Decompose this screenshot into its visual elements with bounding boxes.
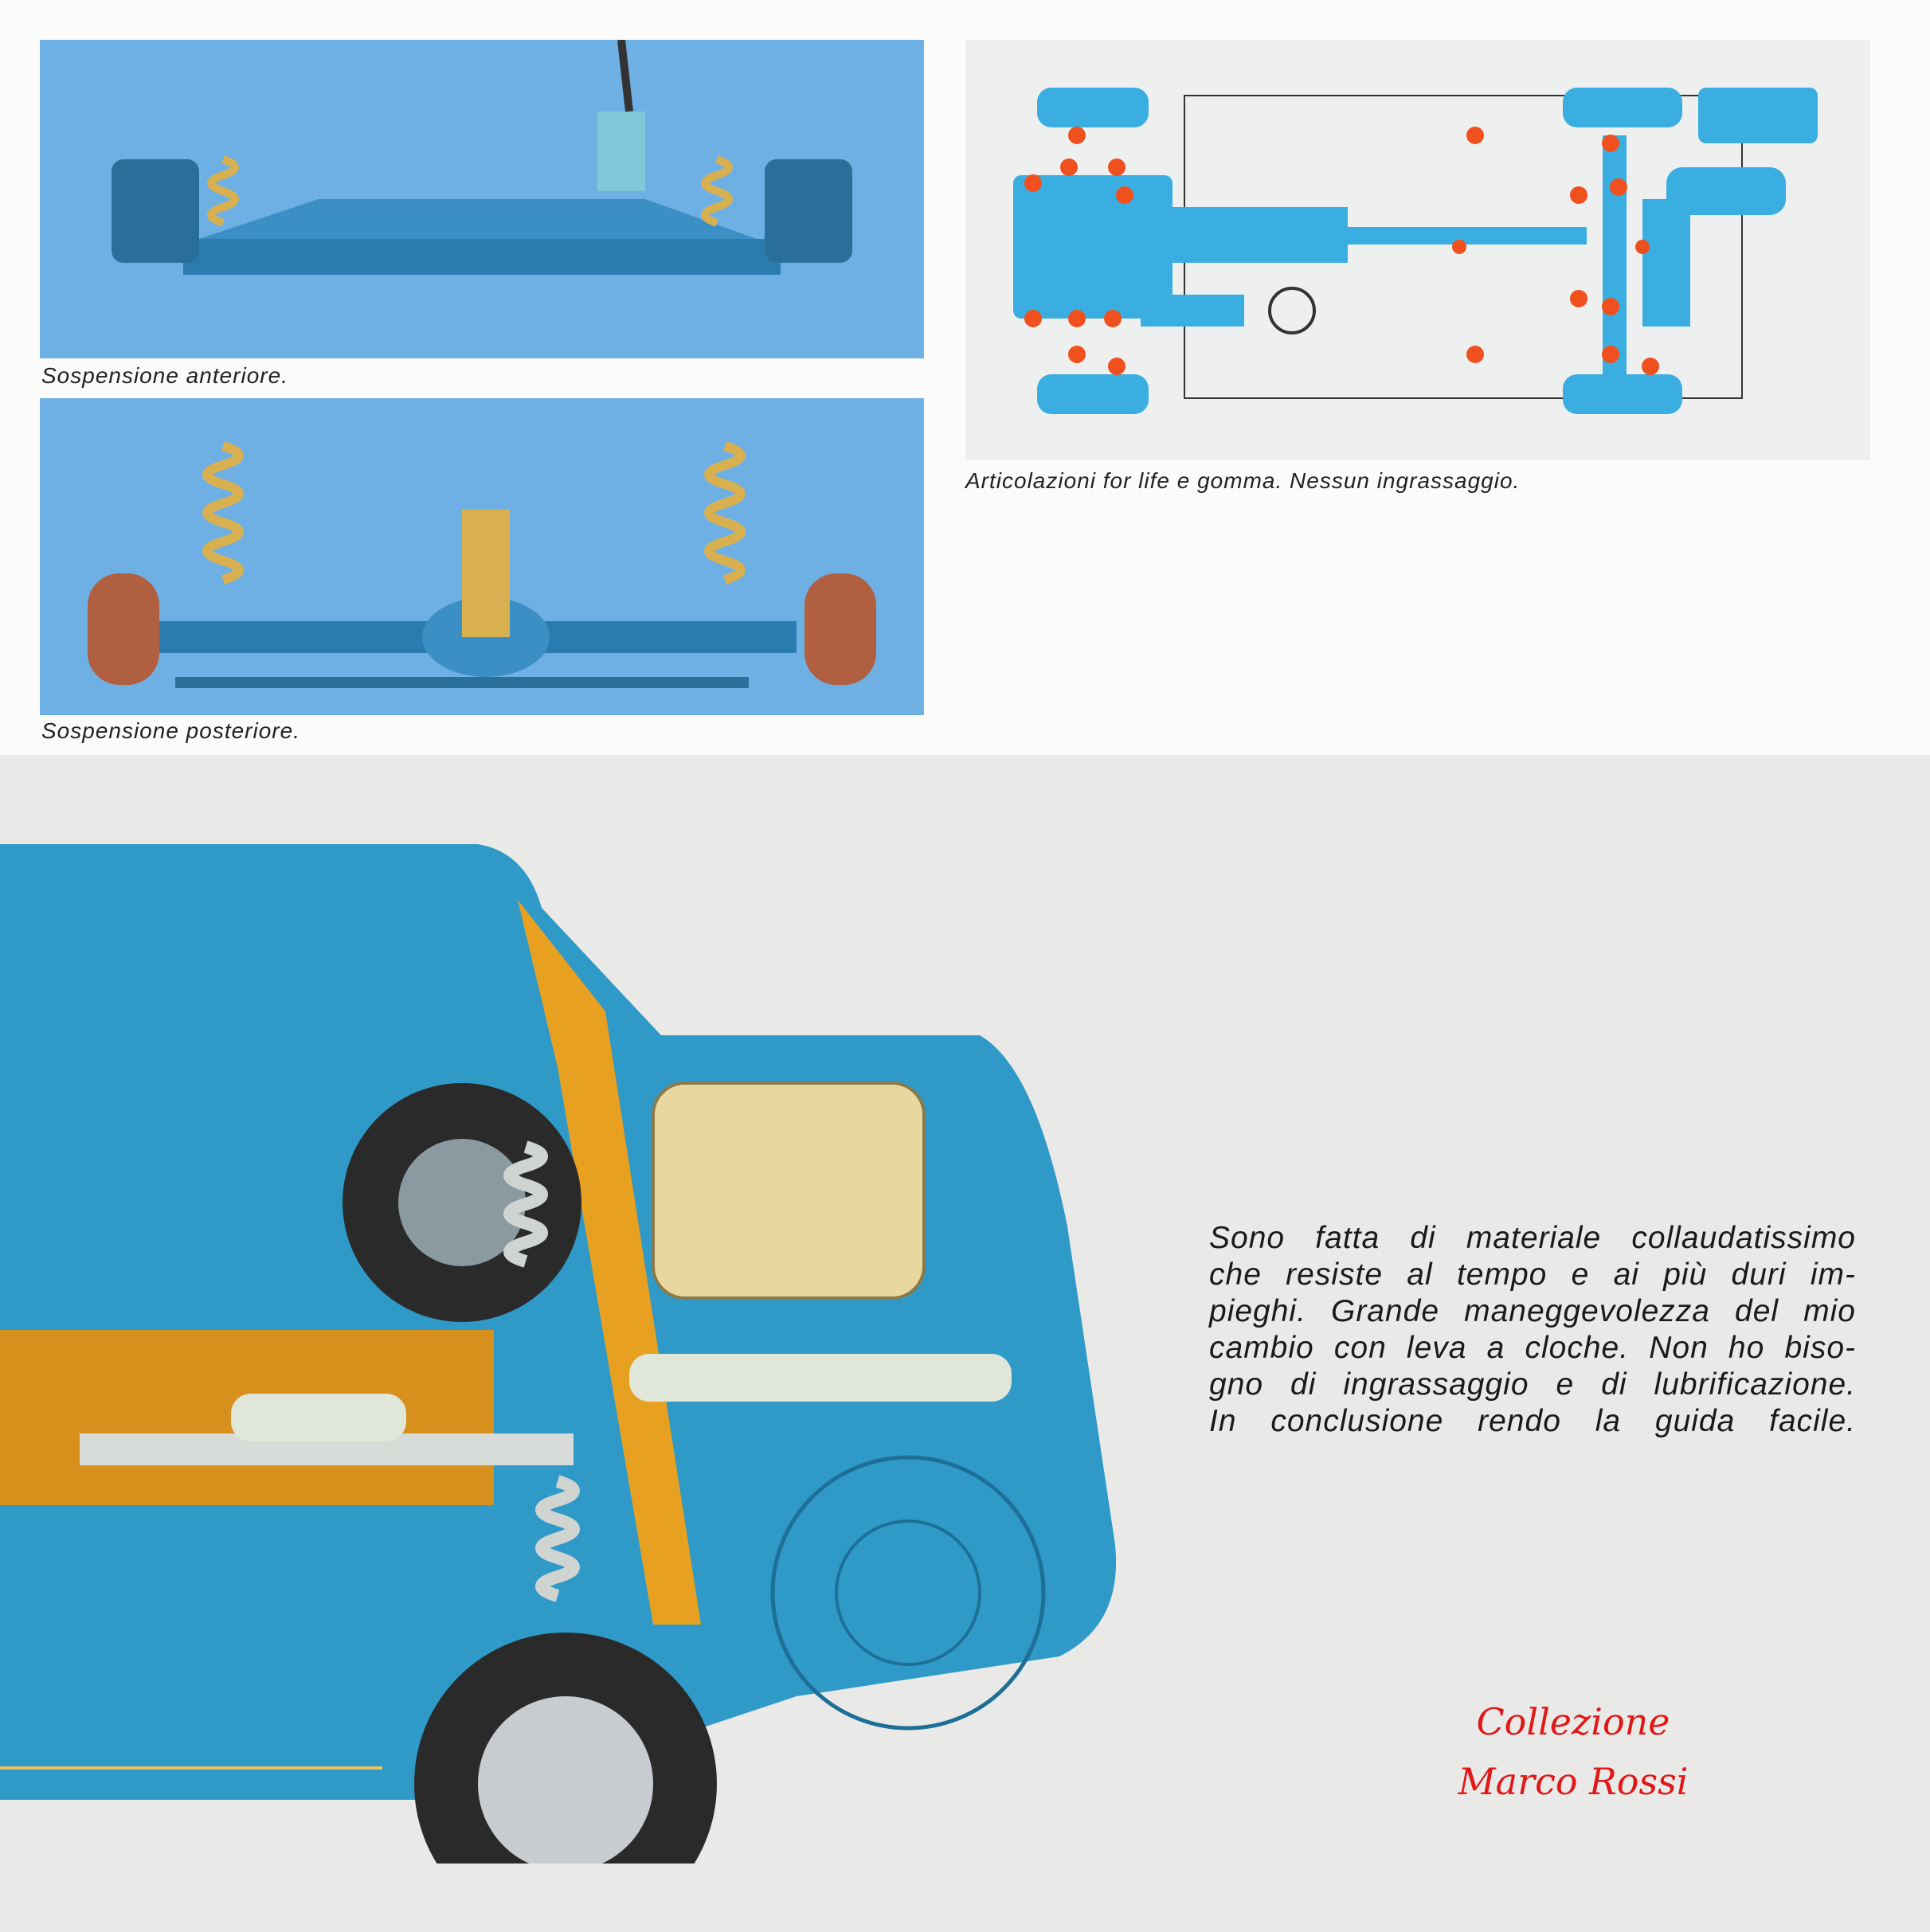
watermark-line-1: Collezione [1476, 1700, 1670, 1743]
body-line: In conclusione rendo la guida facile. [1209, 1404, 1856, 1438]
body-line: gno di ingrassaggio e di lubrificazione. [1209, 1367, 1856, 1402]
body-line: Sono fatta di materiale collaudatissimo [1209, 1221, 1856, 1255]
body-line: cambio con leva a cloche. Non ho biso- [1209, 1331, 1856, 1365]
body-line: che resiste al tempo e ai più duri im- [1209, 1257, 1856, 1292]
car-cutaway-illustration [0, 828, 1131, 1932]
rear-suspension-caption: Sospensione posteriore. [41, 718, 300, 743]
watermark-line-2: Marco Rossi [1458, 1760, 1689, 1803]
chassis-diagram-caption: Articolazioni for life e gomma. Nessun i… [965, 468, 1521, 493]
front-suspension-caption: Sospensione anteriore. [41, 363, 288, 388]
front-suspension-photo [40, 40, 924, 358]
body-line: pieghi. Grande maneggevolezza del mio [1209, 1294, 1856, 1328]
rear-suspension-photo [40, 398, 924, 715]
chassis-lubrication-diagram [965, 40, 1870, 460]
body-paragraph: Sono fatta di materiale collaudatissimo … [1209, 1220, 1856, 1440]
